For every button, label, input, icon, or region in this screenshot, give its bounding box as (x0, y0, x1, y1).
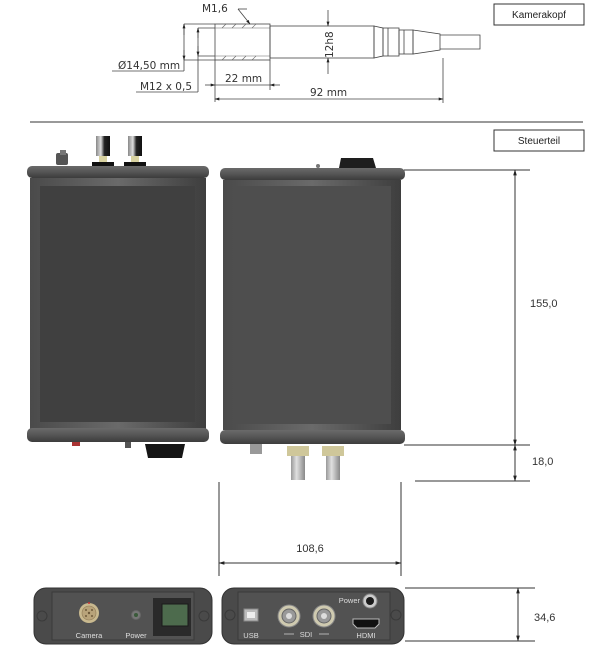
section-label-camera-head: Kamerakopf (493, 3, 585, 26)
power-switch-side (145, 444, 185, 458)
dim-thread-small: M1,6 (202, 3, 228, 15)
control-unit-top-view (27, 136, 209, 458)
dim-height: 155,0 (530, 298, 558, 310)
camera-connector-side (56, 153, 68, 165)
port-label-power-in: Power (339, 596, 361, 605)
camera-port-icon (79, 602, 99, 623)
bnc-connector (322, 446, 344, 480)
depth-dimension: 34,6 (405, 587, 555, 642)
dim-thread: M12 x 0,5 (140, 81, 192, 93)
bnc-connector (92, 136, 114, 166)
dim-shaft-diameter: 12h8 (324, 31, 336, 58)
usb-port-icon (243, 608, 259, 622)
hdmi-port-icon (352, 618, 380, 629)
bnc-connector (287, 446, 309, 480)
dim-thread-length: 22 mm (225, 73, 262, 85)
camera-head-label: Kamerakopf (512, 10, 566, 21)
dim-connector-height: 18,0 (532, 456, 553, 468)
dim-width: 108,6 (296, 543, 324, 555)
power-led-icon (131, 610, 141, 620)
section-label-control-unit: Steuerteil (493, 129, 585, 152)
sdi-port-icon (312, 604, 336, 628)
sdi-port-icon (277, 604, 301, 628)
port-label-power: Power (125, 631, 147, 640)
width-dimension: 108,6 (218, 482, 402, 576)
port-label-camera: Camera (76, 631, 104, 640)
height-dimensions: 155,0 18,0 (404, 169, 558, 482)
rear-panel: USB SDI Power HDMI (221, 587, 405, 645)
threaded-sleeve (214, 23, 271, 61)
front-panel: Camera Power (33, 587, 213, 645)
control-unit-bottom-view (220, 158, 405, 480)
camera-connector-side (250, 444, 262, 454)
control-unit-label: Steuerteil (518, 136, 560, 147)
dim-total-length: 92 mm (310, 87, 347, 99)
power-jack-icon (362, 593, 378, 609)
power-switch (153, 598, 191, 636)
dim-outer-diameter: Ø14,50 mm (118, 60, 180, 72)
dim-depth: 34,6 (534, 612, 555, 624)
camera-head-drawing: M1,6 12h8 Ø14,50 mm M12 x 0,5 22 mm 92 m… (112, 3, 481, 103)
port-label-usb: USB (243, 631, 258, 640)
port-label-hdmi: HDMI (356, 631, 375, 640)
camera-cable (440, 34, 481, 50)
bnc-connector (124, 136, 146, 166)
port-label-sdi: SDI (300, 630, 313, 639)
power-switch-side (339, 158, 376, 168)
camera-shaft (269, 25, 375, 59)
